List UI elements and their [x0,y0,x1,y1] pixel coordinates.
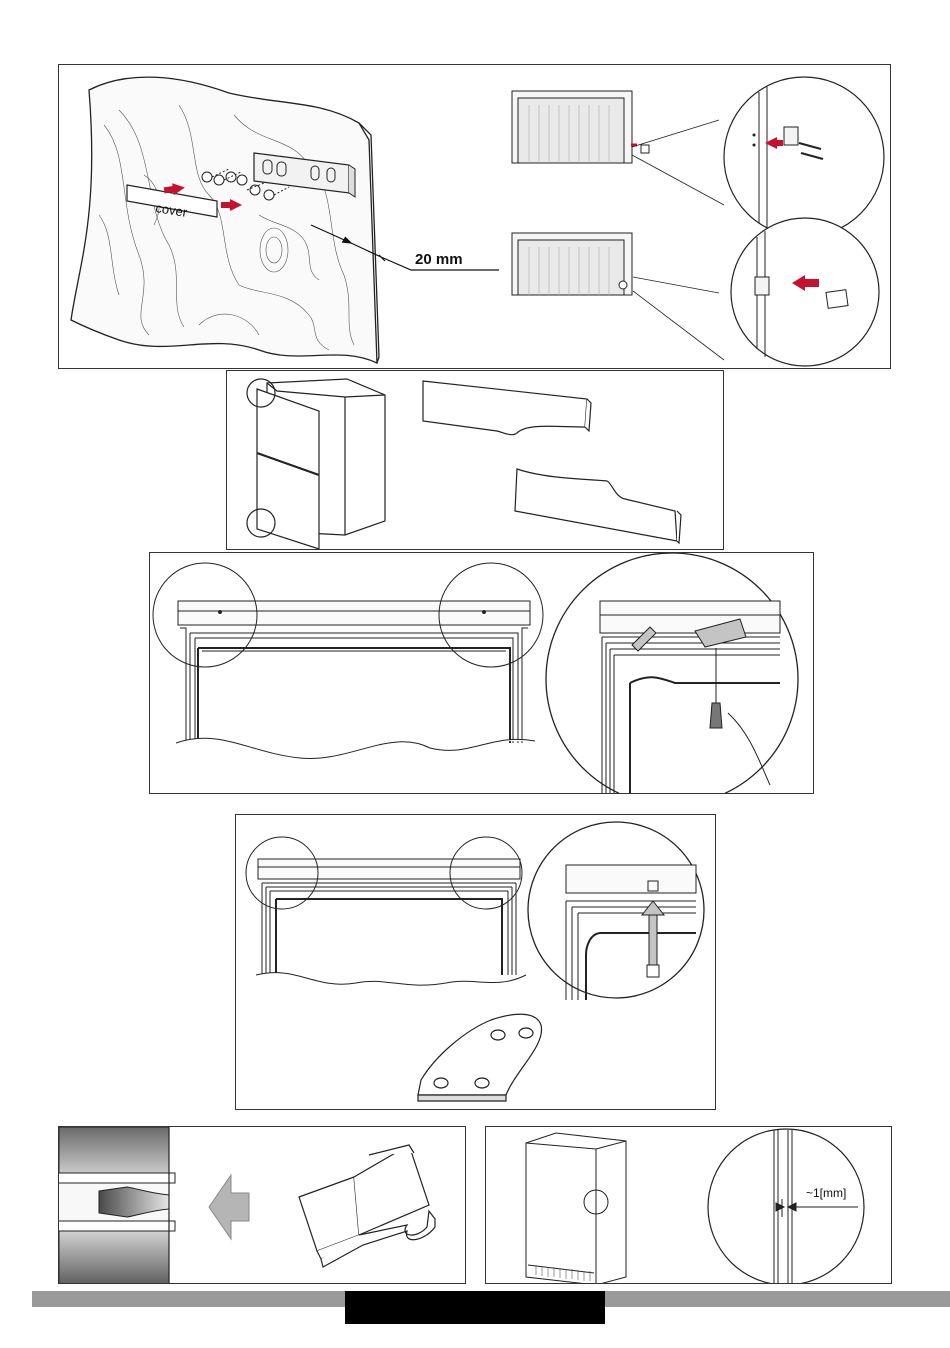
gray-left-arrow-icon [209,1175,249,1239]
figure-door-panel-mounting: cover 20 mm [58,64,891,369]
figure-frame-hinge-plate [235,814,716,1110]
wood-door-panel [71,77,379,363]
hinge-detail-top [512,77,884,237]
distance-label: 20 mm [415,251,463,268]
screwdriver-zoom [546,553,798,794]
door-frame-top [153,563,543,758]
slot-cross-section [59,1127,175,1284]
footer-page-block [345,1291,605,1324]
figure-cabinet-panels [226,370,724,550]
hinge-detail-bottom [512,218,879,366]
angle-piece [299,1145,435,1267]
figure-slot-insert [58,1126,466,1284]
gap-zoom: ~1[mm] [708,1129,864,1284]
hinge-plate [418,1014,542,1101]
cabinet-illustration [247,379,385,549]
panel-piece-bottom [515,469,681,543]
door-frame-top-2 [246,837,526,985]
appliance-illustration [526,1133,626,1284]
figure-appliance-gap: ~1[mm] [485,1126,892,1284]
panel-piece-top [423,381,591,435]
zoom-arrow-up [528,822,704,1000]
gap-label: ~1[mm] [806,1186,846,1200]
figure-frame-screw-detail [149,552,814,794]
